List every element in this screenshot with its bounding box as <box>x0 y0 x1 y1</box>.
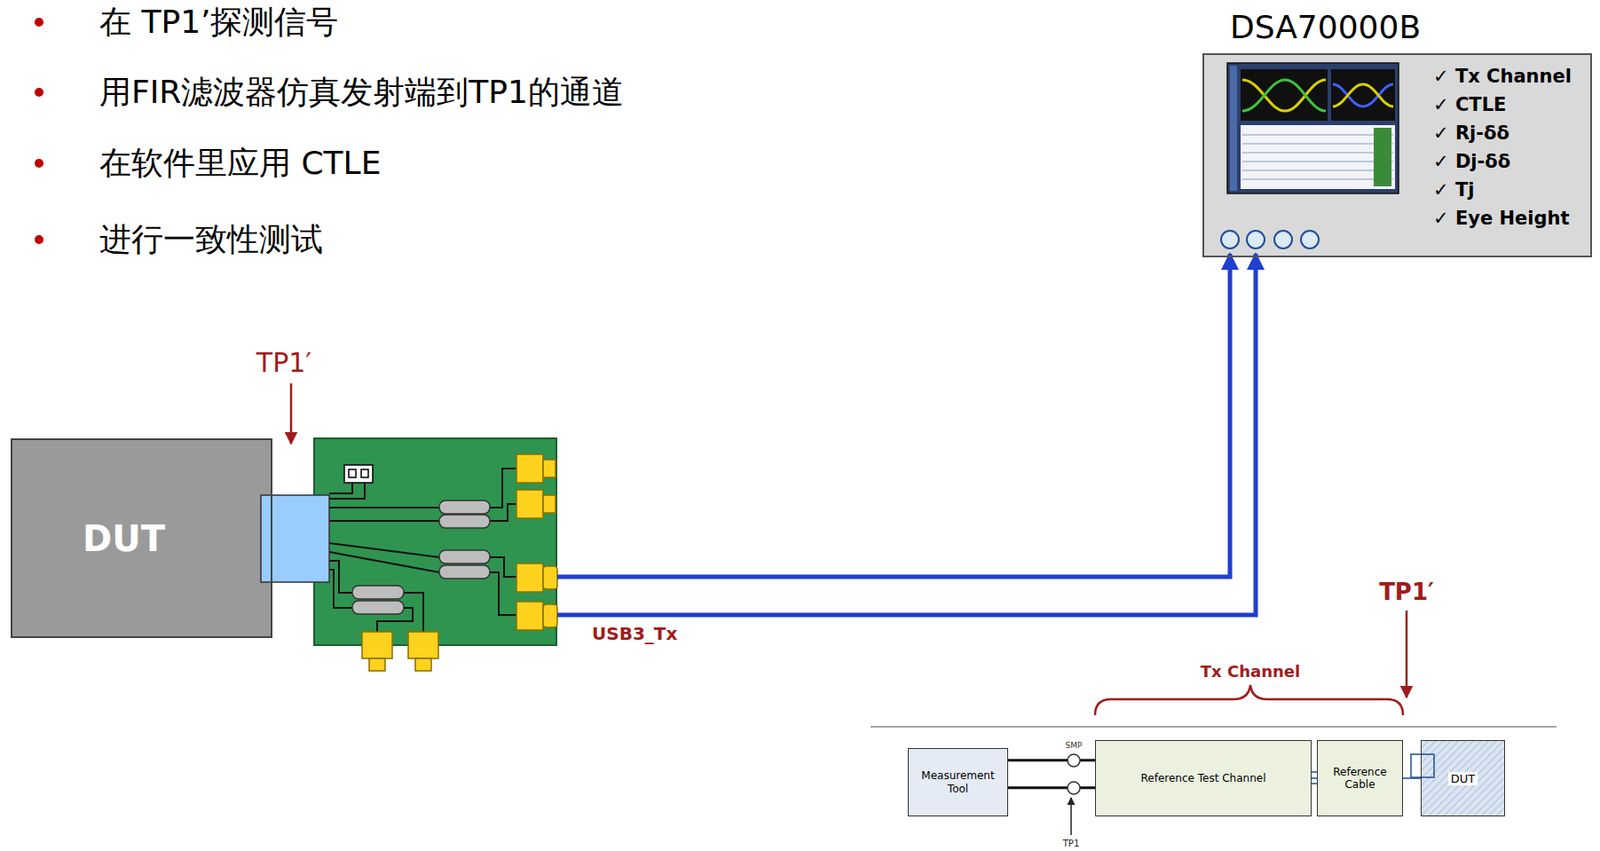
scope-knob <box>1221 230 1319 249</box>
bullet-text: 用FIR滤波器仿真发射端到TP1的通道 <box>99 70 624 115</box>
connector-wire <box>1008 758 1096 762</box>
brace-label: Tx Channel <box>1200 662 1301 681</box>
pointer-arrow <box>290 383 293 444</box>
brace <box>1095 685 1403 716</box>
bullet-dot <box>34 17 44 245</box>
pointer-arrow <box>1070 797 1072 836</box>
node-label: Reference Test Channel <box>1141 772 1267 785</box>
dut-box: DUT <box>1420 740 1506 817</box>
measurement-tool-box: Measurement Tool <box>907 748 1009 817</box>
dut-hatch <box>1420 740 1506 817</box>
node-label: Reference Cable <box>1328 765 1393 792</box>
bullet-text: 进行一致性测试 <box>99 218 324 262</box>
node-label: DUT <box>82 518 166 560</box>
bullet-text: 在软件里应用 CTLE <box>99 141 381 186</box>
oscilloscope: DSA70000B✓ Tx Channel✓ CTLE✓ Rj-δδ✓ Dj-δ… <box>1202 53 1593 258</box>
test-point-label: TP1′ <box>1379 578 1435 606</box>
node-label: DUT <box>1448 772 1478 786</box>
reference-cable-box: Reference Cable <box>1316 740 1403 817</box>
test-fixture <box>314 438 558 671</box>
signal-name: USB3_Tx <box>591 622 678 645</box>
dut-body <box>10 438 273 639</box>
connector-label: SMP <box>1065 740 1083 750</box>
check-item: ✓ Rj-δδ <box>1433 122 1510 144</box>
scope-body <box>1202 53 1593 258</box>
check-item: ✓ Dj-δδ <box>1433 150 1511 173</box>
test-point-label: TP1′ <box>256 346 312 379</box>
reference-channel-box: Reference Test Channel <box>1095 740 1312 817</box>
connector-symbol <box>1410 754 1435 778</box>
check-item: ✓ Tj <box>1433 179 1474 201</box>
connector-wire <box>1008 786 1096 789</box>
smp-connector <box>1067 754 1080 795</box>
scope-screen <box>1227 63 1399 194</box>
instrument-name: DSA70000B <box>1229 8 1421 46</box>
separator-line <box>870 725 1557 728</box>
dut-box: DUT <box>10 438 273 639</box>
check-item: ✓ Eye Height <box>1433 207 1570 229</box>
test-point-label: TP1 <box>1063 838 1080 849</box>
pointer-arrow <box>1405 610 1409 698</box>
check-item: ✓ CTLE <box>1433 94 1506 116</box>
bullet-text: 在 TP1’探测信号 <box>99 0 339 45</box>
check-item: ✓ Tx Channel <box>1433 65 1572 87</box>
node-label: Measurement Tool <box>918 769 999 796</box>
probe-cable <box>557 253 1256 615</box>
